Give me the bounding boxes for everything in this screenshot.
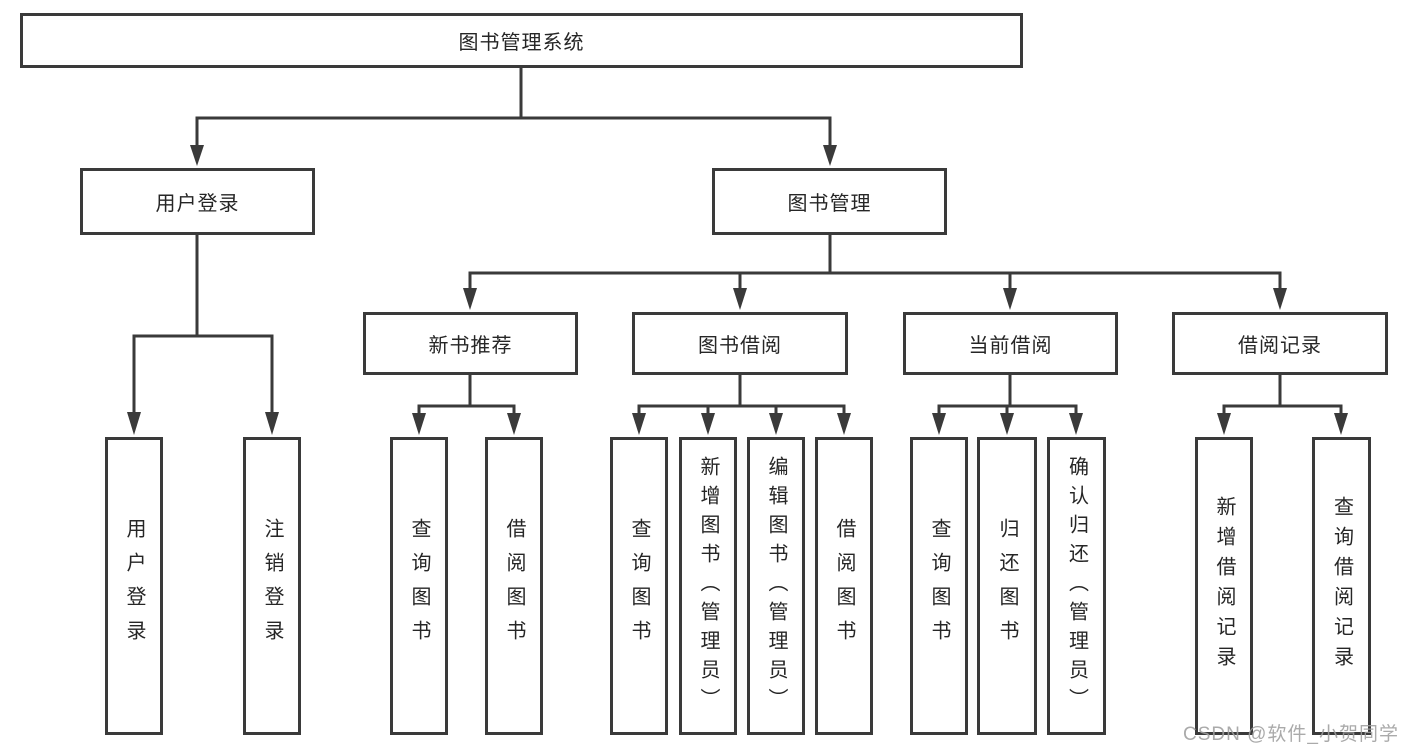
node-label: 新增图书（管理员） — [697, 455, 719, 717]
leaf-confirm-return-admin: 确认归还（管理员） — [1047, 437, 1106, 735]
node-label: 确认归还（管理员） — [1065, 455, 1088, 717]
node-label: 新增借阅记录 — [1213, 496, 1235, 676]
watermark: CSDN @软件_小贺同学 — [1183, 724, 1399, 745]
node-label: 归还图书 — [996, 518, 1018, 654]
node-user-login: 用户登录 — [80, 168, 315, 235]
node-book-management: 图书管理 — [712, 168, 947, 235]
node-root: 图书管理系统 — [20, 13, 1023, 68]
leaf-borrow-books-recommend: 借阅图书 — [485, 437, 543, 735]
node-book-borrowing: 图书借阅 — [632, 312, 848, 375]
node-label: 注销登录 — [261, 518, 283, 654]
node-label: 图书借阅 — [698, 335, 782, 357]
node-label: 查询借阅记录 — [1330, 496, 1353, 676]
node-label: 用户登录 — [123, 518, 145, 654]
node-label: 用户登录 — [155, 193, 240, 215]
leaf-borrow-books-borrowing: 借阅图书 — [815, 437, 873, 735]
node-label: 图书管理系统 — [458, 32, 585, 54]
node-borrowing-records: 借阅记录 — [1172, 312, 1388, 375]
arrowheads — [127, 145, 1348, 435]
node-label: 当前借阅 — [968, 335, 1053, 357]
leaf-edit-book-admin: 编辑图书（管理员） — [747, 437, 805, 735]
node-label: 借阅记录 — [1238, 335, 1322, 357]
leaf-query-books-recommend: 查询图书 — [390, 437, 448, 735]
node-label: 编辑图书（管理员） — [765, 455, 787, 717]
node-label: 图书管理 — [787, 193, 872, 215]
node-label: 查询图书 — [408, 518, 430, 654]
leaf-query-borrow-record: 查询借阅记录 — [1312, 437, 1371, 735]
leaf-user-login: 用户登录 — [105, 437, 163, 735]
node-label: 借阅图书 — [833, 518, 855, 654]
leaf-query-books-borrowing: 查询图书 — [610, 437, 668, 735]
node-new-book-recommend: 新书推荐 — [363, 312, 578, 375]
node-label: 查询图书 — [928, 518, 950, 654]
leaf-add-borrow-record: 新增借阅记录 — [1195, 437, 1253, 735]
leaf-return-books: 归还图书 — [977, 437, 1037, 735]
leaf-add-book-admin: 新增图书（管理员） — [679, 437, 737, 735]
node-label: 新书推荐 — [428, 335, 513, 357]
leaf-query-books-current: 查询图书 — [910, 437, 968, 735]
node-current-borrowing: 当前借阅 — [903, 312, 1118, 375]
node-label: 借阅图书 — [503, 518, 525, 654]
node-label: 查询图书 — [628, 518, 650, 654]
leaf-logout: 注销登录 — [243, 437, 301, 735]
